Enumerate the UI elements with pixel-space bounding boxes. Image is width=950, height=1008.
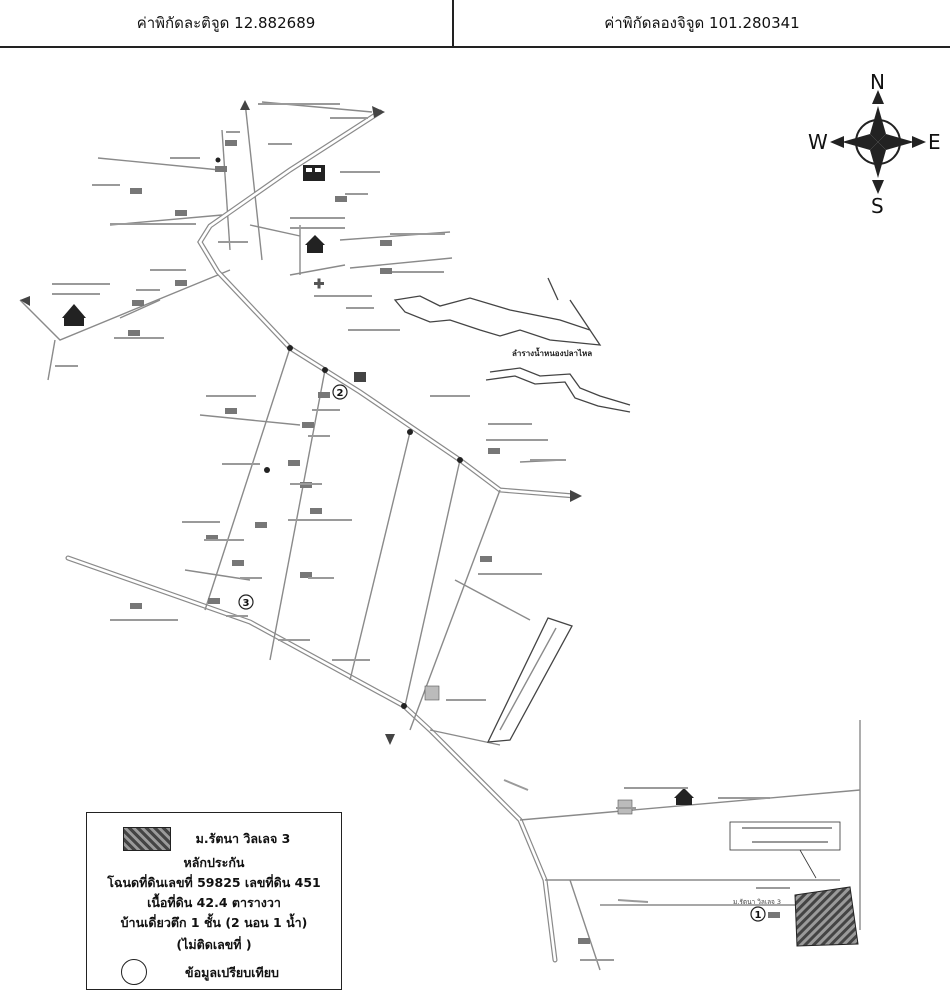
- road-end-arrows: [20, 100, 582, 745]
- latitude-text: ค่าพิกัดละติจูด 12.882689: [136, 14, 316, 32]
- legend-area: เนื้อที่ดิน 42.4 ตารางวา: [147, 895, 281, 910]
- subject-property[interactable]: [794, 886, 859, 947]
- junction: [457, 457, 463, 463]
- marker-2[interactable]: 2: [332, 384, 348, 400]
- compass-west: W: [808, 130, 828, 154]
- road-soi-8: [409, 489, 501, 731]
- coordinate-header: ค่าพิกัดละติจูด 12.882689 ค่าพิกัดลองจิจ…: [0, 0, 950, 48]
- junction: [401, 703, 407, 709]
- legend-project-name: ม.รัตนา วิลเลจ 3: [195, 831, 291, 846]
- svg-text:1: 1: [755, 910, 762, 921]
- map-canvas[interactable]: ลำรางน้ำหนองปลาไหล: [0, 50, 950, 1008]
- elongated-plot: [486, 617, 573, 743]
- road-west-5: [119, 299, 161, 319]
- legend-building: บ้านเดี่ยวตึก 1 ชั้น (2 นอน 1 น้ำ): [120, 915, 308, 930]
- canal-outline: [393, 295, 602, 346]
- longitude-cell: ค่าพิกัดลองจิจูด 101.280341: [454, 0, 950, 46]
- legend-deed: โฉนดที่ดินเลขที่ 59825 เลขที่ดิน 451: [107, 875, 321, 890]
- road-west-1: [97, 157, 221, 171]
- canal-label: ลำรางน้ำหนองปลาไหล: [512, 347, 592, 358]
- road-side-3: [454, 579, 531, 621]
- road-side-1: [199, 414, 301, 426]
- longitude-text: ค่าพิกัดลองจิจูด 101.280341: [604, 14, 800, 32]
- junction: [287, 345, 293, 351]
- junction: [264, 467, 270, 473]
- road-soi-3: [289, 264, 346, 276]
- marker-1[interactable]: 1: [750, 906, 766, 922]
- main-highway: [197, 109, 578, 499]
- road-east-2: [349, 257, 453, 269]
- factory-icon: [354, 372, 366, 382]
- callout-box: [729, 821, 841, 851]
- marker-3[interactable]: 3: [238, 594, 254, 610]
- road-west-3: [19, 269, 231, 341]
- hospital-cross-icon: [314, 278, 324, 289]
- junction: [407, 429, 413, 435]
- road-soi-6: [349, 431, 411, 681]
- junction: [322, 367, 328, 373]
- compass-rose: N S W E: [808, 70, 948, 220]
- legend-circle-symbol: [121, 959, 147, 985]
- junction: [215, 157, 221, 163]
- svg-text:3: 3: [243, 598, 250, 609]
- house-icons: [128, 140, 780, 944]
- road-west-4: [47, 339, 56, 381]
- svg-text:2: 2: [337, 388, 344, 399]
- temple-icon: [305, 235, 325, 253]
- compass-north: N: [870, 70, 885, 94]
- legend-hatched-swatch: [123, 827, 171, 851]
- legend-box: ม.รัตนา วิลเลจ 3 หลักประกัน โฉนดที่ดินเล…: [86, 812, 342, 990]
- shop-icon: [424, 685, 440, 701]
- legend-collateral-heading: หลักประกัน: [183, 855, 245, 870]
- latitude-cell: ค่าพิกัดละติจูด 12.882689: [0, 0, 454, 46]
- road-soi-4: [204, 347, 291, 611]
- road-soi-7: [404, 459, 461, 707]
- compass-icon: [830, 90, 926, 194]
- road-soi-5: [269, 369, 326, 661]
- road-north-1: [244, 101, 263, 261]
- road-north-3: [221, 129, 231, 251]
- road-soi-1: [249, 224, 301, 237]
- marker-1-label: ม.รัตนา วิลเลจ 3: [733, 898, 781, 906]
- temple-icon: [674, 788, 694, 805]
- compass-south: S: [871, 194, 884, 218]
- road-side-2: [184, 569, 251, 581]
- compass-east: E: [928, 130, 941, 154]
- legend-house-number: (ไม่ติดเลขที่ ): [176, 937, 252, 952]
- building-icon: [303, 165, 325, 181]
- legend-comparison-heading: ข้อมูลเปรียบเทียบ: [185, 965, 279, 980]
- road-south-6: [569, 879, 601, 971]
- temple-icon: [62, 304, 86, 326]
